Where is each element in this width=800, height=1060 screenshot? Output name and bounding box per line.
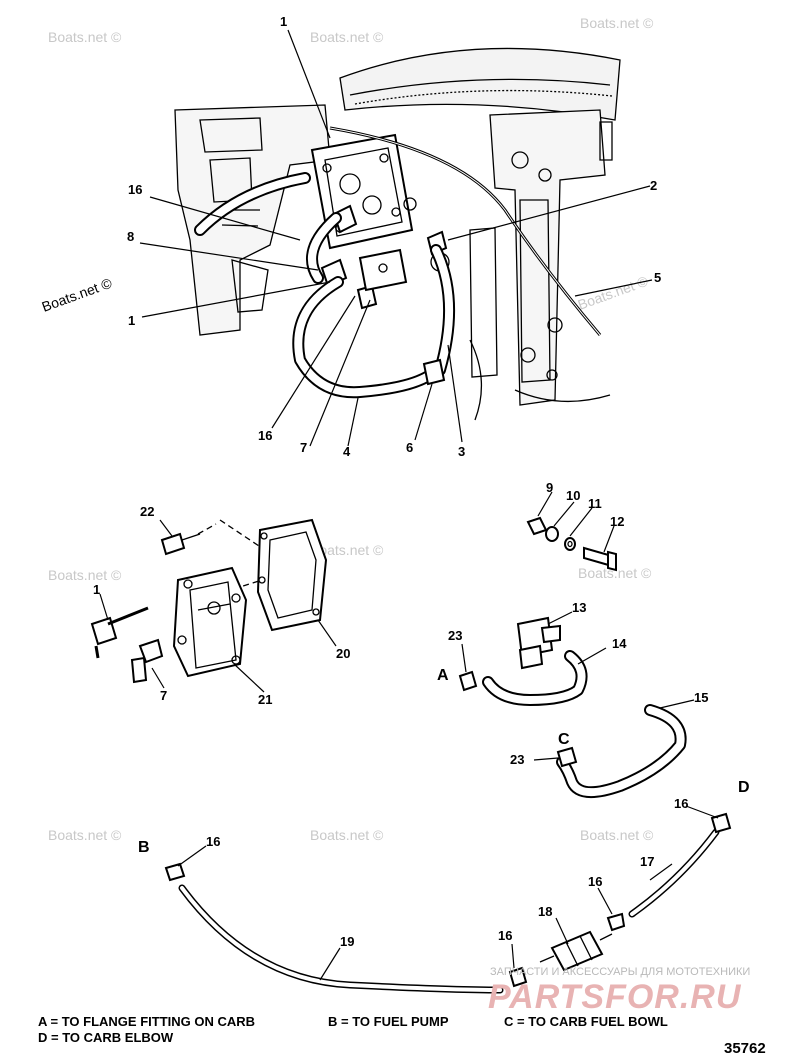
letter-a: A <box>437 667 449 684</box>
callout-7-top: 7 <box>300 440 307 455</box>
callout-16-top: 16 <box>128 182 142 197</box>
middle-right-leaders <box>461 491 695 761</box>
callout-16-mid: 16 <box>588 874 602 889</box>
callout-1-top: 1 <box>280 14 287 29</box>
callout-19: 19 <box>340 934 354 949</box>
letter-b: B <box>138 839 150 856</box>
watermark: Boats.net © <box>310 542 384 558</box>
callout-5: 5 <box>654 270 661 285</box>
top-leader-lines <box>139 29 653 447</box>
engine-assembly-illustration <box>174 47 621 421</box>
callout-14: 14 <box>612 636 627 651</box>
watermark: Boats.net © <box>578 565 652 581</box>
callout-15: 15 <box>694 690 708 705</box>
middle-right-callouts: 9 10 11 12 13 14 15 23 23 A C <box>437 480 708 767</box>
callout-18: 18 <box>538 904 552 919</box>
callout-3: 3 <box>458 444 465 459</box>
callout-16-filter: 16 <box>498 928 512 943</box>
callout-8: 8 <box>127 229 134 244</box>
callout-1-mid: 1 <box>93 582 100 597</box>
hardware-and-valve <box>458 516 687 798</box>
letter-d: D <box>738 779 750 796</box>
callout-16-bottom: 16 <box>258 428 272 443</box>
legend-c: C = TO CARB FUEL BOWL <box>504 1014 668 1029</box>
legend-d: D = TO CARB ELBOW <box>38 1030 174 1045</box>
watermark: Boats.net © <box>48 567 122 583</box>
drawing-code: 35762 <box>724 1040 766 1057</box>
watermark: Boats.net © <box>580 15 654 31</box>
top-callout-labels: 1 16 8 1 2 5 16 7 4 6 3 <box>127 14 661 459</box>
callout-7-mid: 7 <box>160 688 167 703</box>
callout-13: 13 <box>572 600 586 615</box>
callout-9: 9 <box>546 480 553 495</box>
callout-23-c: 23 <box>510 752 524 767</box>
legend-a: A = TO FLANGE FITTING ON CARB <box>38 1014 256 1029</box>
middle-left-callouts: 22 1 7 20 21 <box>93 504 350 707</box>
watermark: Boats.net © <box>48 29 122 45</box>
watermark-rotated: Boats.net © <box>40 274 115 314</box>
callout-22: 22 <box>140 504 154 519</box>
shop-watermark-text: ЗАПЧАСТИ И АКСЕССУАРЫ ДЛЯ МОТОТЕХНИКИ <box>490 966 751 978</box>
letter-c: C <box>558 731 570 748</box>
callout-20: 20 <box>336 646 350 661</box>
callout-16-d: 16 <box>674 796 688 811</box>
callout-12: 12 <box>610 514 624 529</box>
watermark: Boats.net © <box>310 827 384 843</box>
fuel-line-filter <box>164 812 732 994</box>
watermark: Boats.net © <box>310 29 384 45</box>
watermark: Boats.net © <box>576 272 651 312</box>
bottom-leaders <box>177 805 719 981</box>
watermark: Boats.net © <box>48 827 122 843</box>
pump-cover-exploded <box>90 518 328 684</box>
brand-watermark: PARTSFOR.RU <box>488 978 742 1016</box>
callout-1-left: 1 <box>128 313 135 328</box>
callout-11: 11 <box>588 496 602 511</box>
legend-b: B = TO FUEL PUMP <box>328 1014 449 1029</box>
callout-21: 21 <box>258 692 272 707</box>
bottom-callouts: B 16 D 16 17 16 18 16 19 <box>138 779 750 949</box>
callout-10: 10 <box>566 488 580 503</box>
callout-4: 4 <box>343 444 351 459</box>
middle-left-leaders <box>99 519 337 693</box>
callout-17: 17 <box>640 854 654 869</box>
callout-23-a: 23 <box>448 628 462 643</box>
callout-6: 6 <box>406 440 413 455</box>
callout-2: 2 <box>650 178 657 193</box>
watermark: Boats.net © <box>580 827 654 843</box>
callout-16-b: 16 <box>206 834 220 849</box>
